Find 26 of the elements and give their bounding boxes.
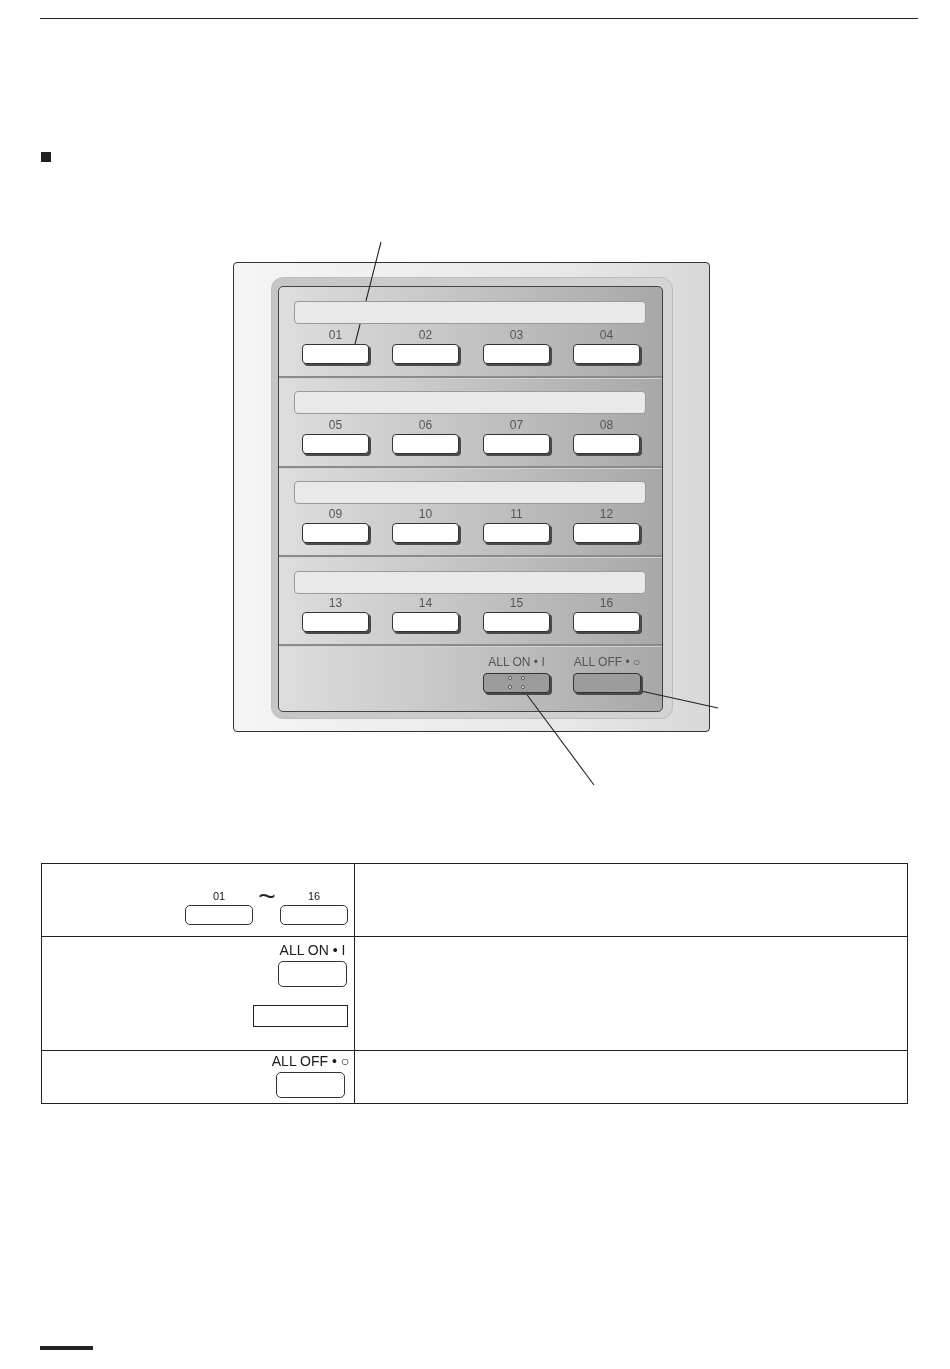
- leader-line: [525, 692, 595, 786]
- key-label: 05: [328, 418, 343, 432]
- key-label: 15: [509, 596, 524, 610]
- range-tilde: ~: [257, 880, 277, 912]
- key-label: 06: [418, 418, 433, 432]
- key-label: 11: [510, 507, 523, 521]
- key-label: 12: [599, 507, 614, 521]
- key-label: 01: [212, 890, 226, 903]
- key-label: 01: [328, 328, 343, 342]
- key-label: 14: [418, 596, 433, 610]
- key-label: 03: [509, 328, 524, 342]
- key-label: ALL ON • I: [279, 942, 346, 958]
- key-label: 10: [418, 507, 433, 521]
- leader-line: [354, 241, 382, 345]
- key-label: 07: [509, 418, 524, 432]
- key-label: ALL OFF • ○: [271, 1053, 350, 1069]
- leader-line: [640, 690, 719, 709]
- key-label: 16: [599, 596, 614, 610]
- key-label: ALL ON • I: [488, 655, 545, 669]
- key-label: 09: [328, 507, 343, 521]
- key-label: 13: [328, 596, 343, 610]
- key-label: 02: [418, 328, 433, 342]
- key-label: 08: [599, 418, 614, 432]
- key-label: 04: [599, 328, 614, 342]
- key-label: ALL OFF • ○: [573, 655, 641, 669]
- key-label: 16: [307, 890, 321, 903]
